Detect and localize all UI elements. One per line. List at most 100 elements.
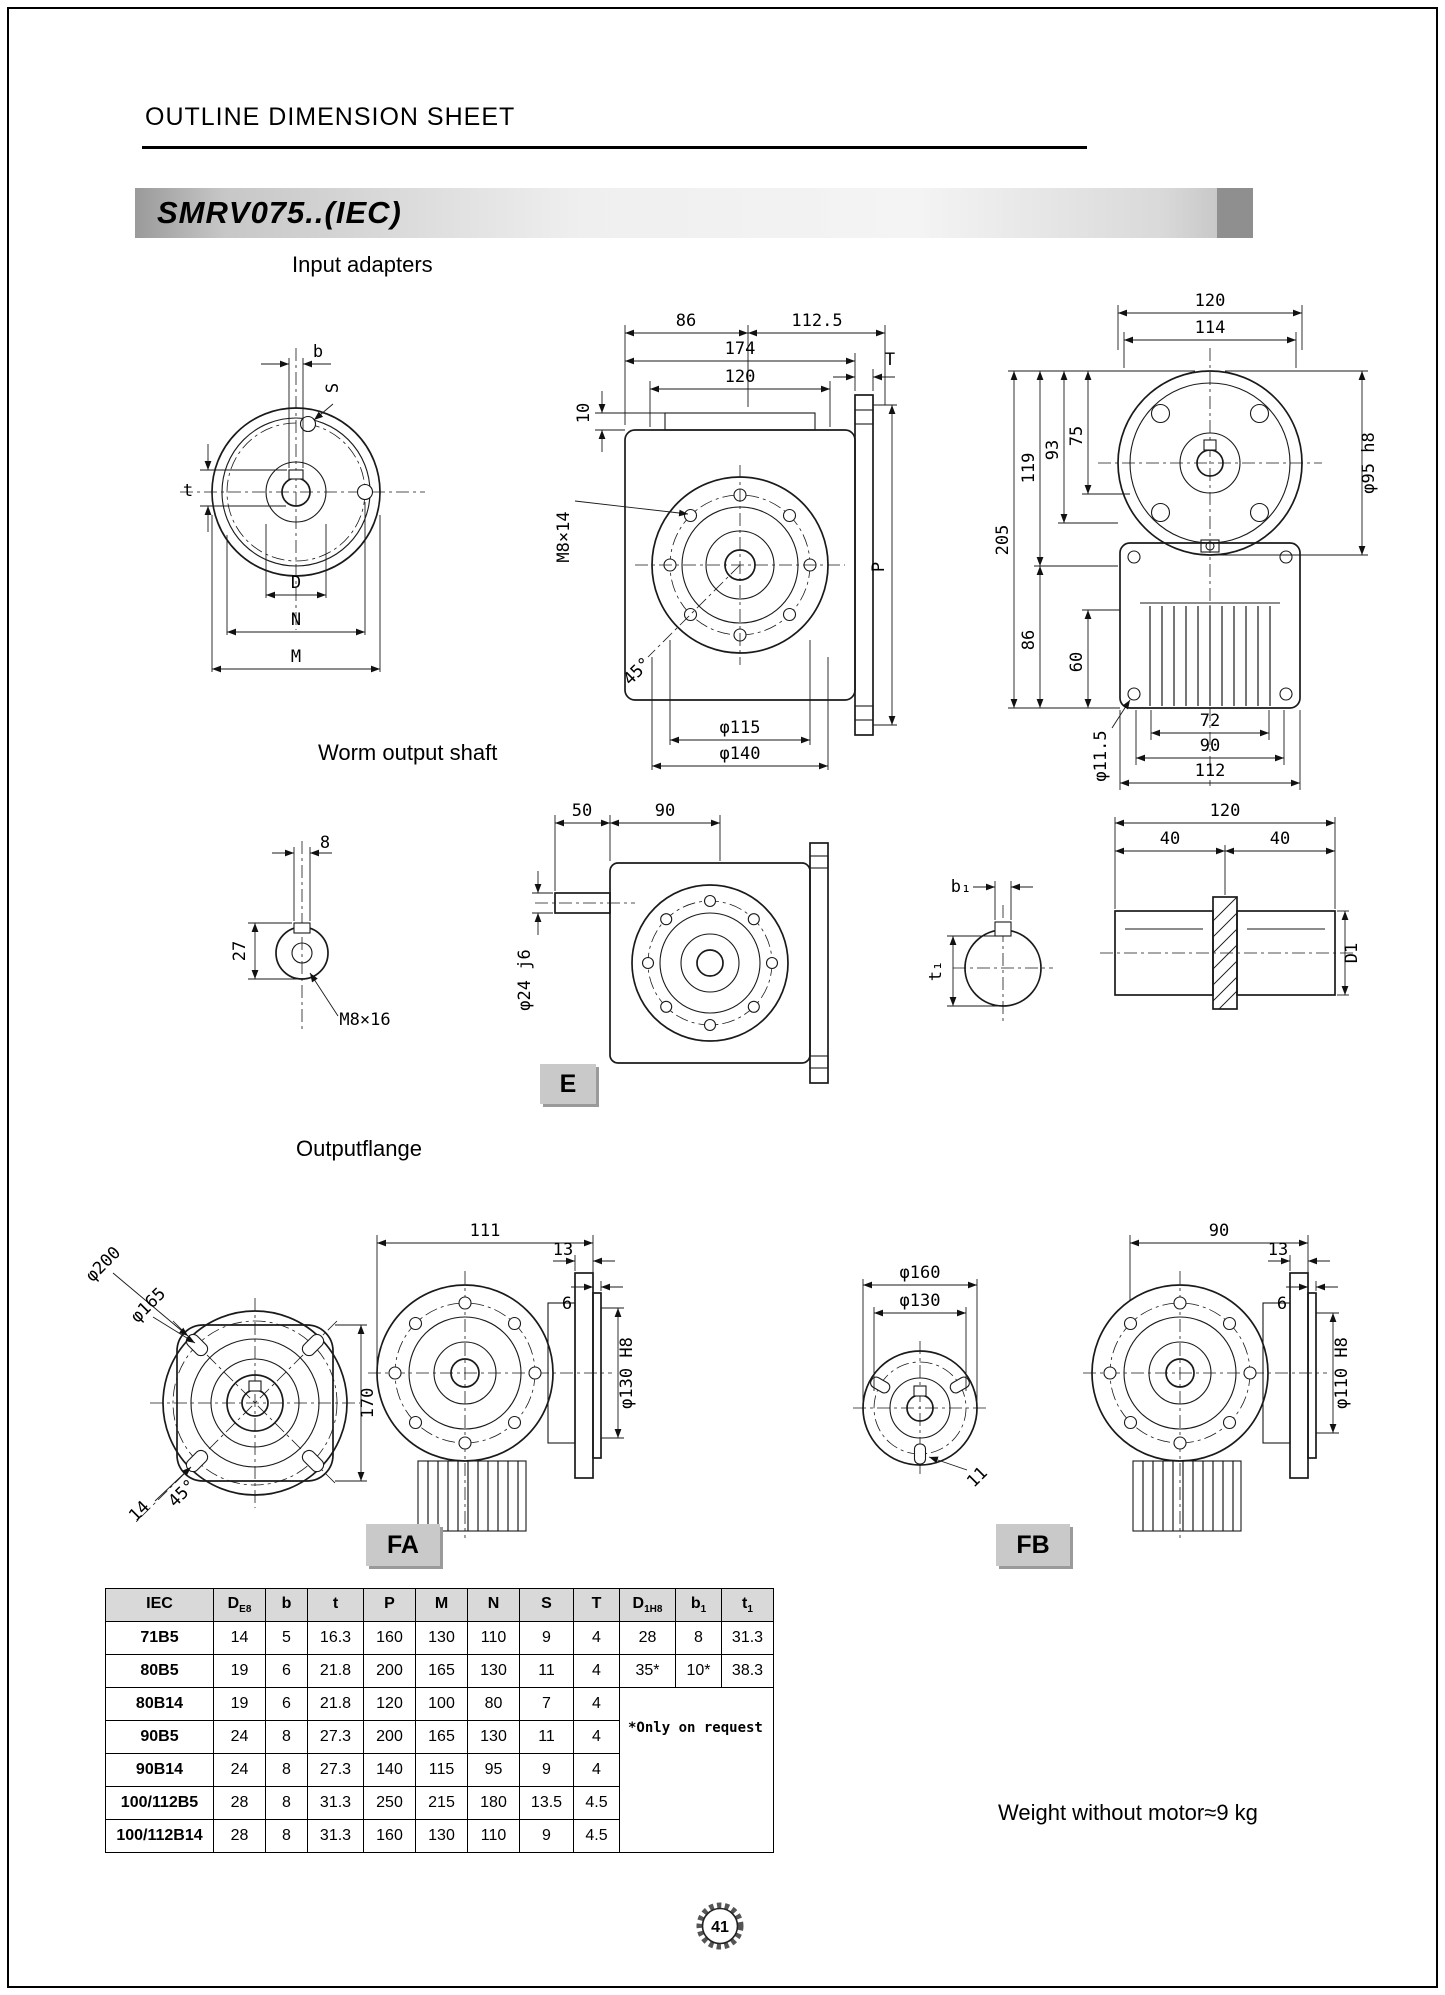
- col-t1: t1: [721, 1588, 774, 1622]
- worm-end-geometry: [275, 841, 329, 1029]
- dim-120: 120: [1195, 291, 1226, 311]
- drawing-fb-front: φ160 φ130 11: [845, 1263, 1045, 1513]
- col-d1h8: D1H8: [619, 1588, 676, 1622]
- cell: 115: [415, 1753, 468, 1787]
- dim-119: 119: [1019, 453, 1039, 484]
- drawing-worm-shaft-detail: b₁ t₁ 120 40 40 D1: [925, 801, 1362, 1068]
- cell: 6: [265, 1654, 308, 1688]
- drawing-fa-front: φ200 φ165 170 14 45°: [55, 1213, 385, 1543]
- input-front-dimensions: b S t D N M: [183, 342, 381, 673]
- dim-phi110h8: φ110 H8: [1332, 1337, 1352, 1409]
- col-b1: b1: [675, 1588, 722, 1622]
- cell: 9: [519, 1753, 574, 1787]
- cell: 8: [265, 1819, 308, 1853]
- cell: 35*: [619, 1654, 676, 1688]
- dim-50: 50: [572, 801, 592, 821]
- worm-side-dimensions: 50 90 φ24 j6: [515, 801, 721, 1011]
- dim-8: 8: [320, 833, 330, 853]
- dim-45deg: 45°: [165, 1476, 201, 1512]
- cell: 31.3: [721, 1621, 774, 1655]
- dim-boltcircle-m: M: [291, 647, 301, 667]
- dim-120: 120: [725, 367, 756, 387]
- cell: 16.3: [307, 1621, 364, 1655]
- cell: 7: [519, 1687, 574, 1721]
- cell: 130: [467, 1720, 520, 1754]
- shaft-detail-dimensions: b₁ t₁ 120 40 40 D1: [926, 801, 1362, 1007]
- dim-13: 13: [553, 1240, 573, 1260]
- cell: 11: [519, 1720, 574, 1754]
- col-de8: DE8: [213, 1588, 266, 1622]
- dim-spigot-n: N: [291, 610, 301, 630]
- dim-m8x16: M8×16: [339, 1010, 390, 1030]
- shaft-detail-geometry: [953, 896, 1353, 1021]
- cell: 9: [519, 1621, 574, 1655]
- page-number-circle: [701, 1907, 739, 1945]
- header-rule: [142, 146, 1087, 149]
- badge-fa: FA: [366, 1524, 440, 1566]
- input-front-geometry: [180, 348, 425, 630]
- cell: 130: [415, 1819, 468, 1853]
- col-tt: T: [573, 1588, 620, 1622]
- dim-86: 86: [1019, 630, 1039, 650]
- dim-40-left: 40: [1160, 829, 1180, 849]
- col-b: b: [265, 1588, 308, 1622]
- cell: 24: [213, 1720, 266, 1754]
- cell: 4: [573, 1654, 620, 1688]
- table-row: 100/112B5 28 8 31.3 250 215 180 13.5 4.5: [105, 1786, 774, 1820]
- dim-phi11-5: φ11.5: [1091, 730, 1111, 781]
- col-t: t: [307, 1588, 364, 1622]
- dim-flange-t: T: [885, 350, 895, 370]
- cell: 130: [467, 1654, 520, 1688]
- cell: 165: [415, 1720, 468, 1754]
- fb-side-geometry: [1083, 1271, 1327, 1538]
- drawing-fb-side: 90 13 6 φ110 H8: [1075, 1213, 1375, 1543]
- cell: 165: [415, 1654, 468, 1688]
- dim-10: 10: [574, 403, 594, 423]
- cell: 71B5: [105, 1621, 214, 1655]
- input-side-geometry: [624, 394, 874, 736]
- cell: 90B14: [105, 1753, 214, 1787]
- cell: 4.5: [573, 1786, 620, 1820]
- dim-phi200: φ200: [82, 1243, 125, 1286]
- drawing-fa-side: 111 13 6 φ130 H8: [360, 1213, 660, 1543]
- only-on-request-note: *Only on request: [619, 1687, 774, 1853]
- dim-b1: b₁: [951, 877, 971, 897]
- cell: 100: [415, 1687, 468, 1721]
- cell: 200: [363, 1720, 416, 1754]
- table-row: 100/112B14 28 8 31.3 160 130 110 9 4.5: [105, 1819, 774, 1853]
- dim-6: 6: [1277, 1294, 1287, 1314]
- cell: 8: [265, 1720, 308, 1754]
- dim-11: 11: [963, 1463, 992, 1492]
- cell: 4: [573, 1687, 620, 1721]
- cell: 19: [213, 1687, 266, 1721]
- cell: 8: [265, 1753, 308, 1787]
- input-side-dimensions: 86 112.5 174 120 10 M8×14 T P: [554, 311, 897, 770]
- cell: 80B5: [105, 1654, 214, 1688]
- dim-114: 114: [1195, 318, 1226, 338]
- table-row: 80B14 19 6 21.8 120 100 80 7 4 *Only on …: [105, 1687, 774, 1853]
- page-number: 41: [711, 1919, 729, 1936]
- dim-d1: D1: [1342, 943, 1362, 963]
- cell: 4: [573, 1720, 620, 1754]
- dim-m8x14: M8×14: [554, 511, 574, 562]
- dim-key-t: t: [183, 481, 193, 501]
- dim-13: 13: [1268, 1240, 1288, 1260]
- dim-112-5: 112.5: [791, 311, 842, 331]
- cell: 24: [213, 1753, 266, 1787]
- col-iec: IEC: [105, 1588, 214, 1622]
- model-banner: SMRV075..(IEC): [135, 188, 1253, 238]
- cell: 100/112B5: [105, 1786, 214, 1820]
- dim-120: 120: [1210, 801, 1241, 821]
- cell: 215: [415, 1786, 468, 1820]
- dim-phi115: φ115: [720, 718, 761, 738]
- col-m: M: [415, 1588, 468, 1622]
- dim-40-right: 40: [1270, 829, 1290, 849]
- dim-75: 75: [1067, 426, 1087, 446]
- dim-86: 86: [676, 311, 696, 331]
- dim-bore-d: D: [291, 573, 301, 593]
- dim-174: 174: [725, 339, 756, 359]
- dim-phi130: φ130: [900, 1291, 941, 1311]
- cell: 90B5: [105, 1720, 214, 1754]
- section-label-input-adapters: Input adapters: [292, 252, 433, 277]
- col-p: P: [363, 1588, 416, 1622]
